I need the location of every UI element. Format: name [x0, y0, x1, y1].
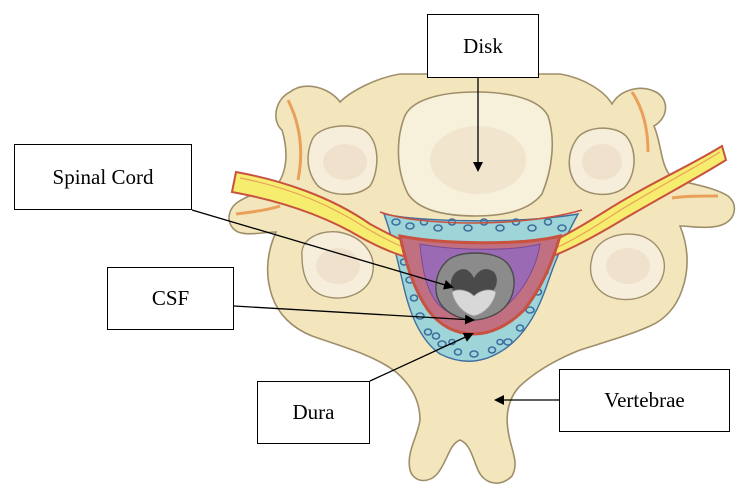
right-foramen-shading [582, 144, 622, 180]
label-dura: Dura [257, 381, 370, 444]
label-vertebrae-text: Vertebrae [604, 388, 684, 413]
label-csf: CSF [107, 267, 234, 330]
label-csf-text: CSF [152, 286, 189, 311]
label-vertebrae: Vertebrae [559, 369, 730, 432]
label-disk-text: Disk [463, 34, 503, 59]
right-process-shading [606, 248, 650, 284]
left-foramen-shading [323, 144, 367, 180]
label-spinal-cord-text: Spinal Cord [53, 165, 154, 190]
label-spinal-cord: Spinal Cord [14, 144, 192, 210]
label-disk: Disk [427, 14, 539, 78]
label-dura-text: Dura [293, 400, 335, 425]
